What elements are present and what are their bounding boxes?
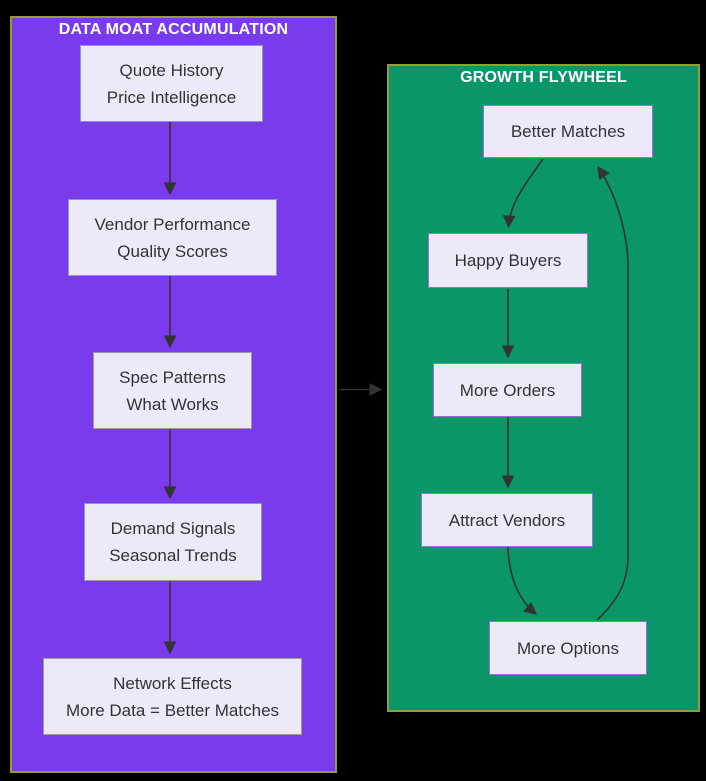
node-label-line: Price Intelligence	[106, 87, 237, 107]
node-label-line: Quality Scores	[117, 241, 228, 261]
node-better-matches: Better Matches	[483, 105, 653, 158]
node-demand-signals: Demand Signals Seasonal Trends	[84, 503, 262, 581]
node-label-line: Network Effects	[113, 673, 232, 693]
node-more-options: More Options	[489, 621, 647, 675]
node-label-line: Spec Patterns	[119, 367, 226, 387]
node-spec-patterns: Spec Patterns What Works	[93, 352, 252, 429]
node-label-line: Quote History	[119, 60, 224, 80]
node-happy-buyers: Happy Buyers	[428, 233, 588, 288]
node-label-line: Happy Buyers	[454, 251, 562, 270]
node-label-line: More Orders	[459, 380, 556, 400]
node-label-line: More Options	[516, 638, 620, 658]
node-label-line: Seasonal Trends	[109, 546, 237, 565]
node-label-line: Better Matches	[510, 122, 626, 141]
node-label-line: More Data = Better Matches	[65, 700, 280, 720]
node-network-effects: Network Effects More Data = Better Match…	[43, 658, 302, 735]
node-label-line: What Works	[126, 394, 219, 414]
node-more-orders: More Orders	[433, 363, 582, 417]
node-attract-vendors: Attract Vendors	[421, 493, 593, 547]
node-label-line: Vendor Performance	[94, 214, 251, 234]
node-label-line: Attract Vendors	[448, 510, 566, 530]
node-label-line: Demand Signals	[110, 519, 236, 538]
node-vendor-performance: Vendor Performance Quality Scores	[68, 199, 277, 276]
growth-flywheel-panel-title: GROWTH FLYWHEEL	[460, 69, 627, 86]
data-moat-panel-title: DATA MOAT ACCUMULATION	[58, 21, 289, 38]
node-quote-history: Quote History Price Intelligence	[80, 45, 263, 122]
